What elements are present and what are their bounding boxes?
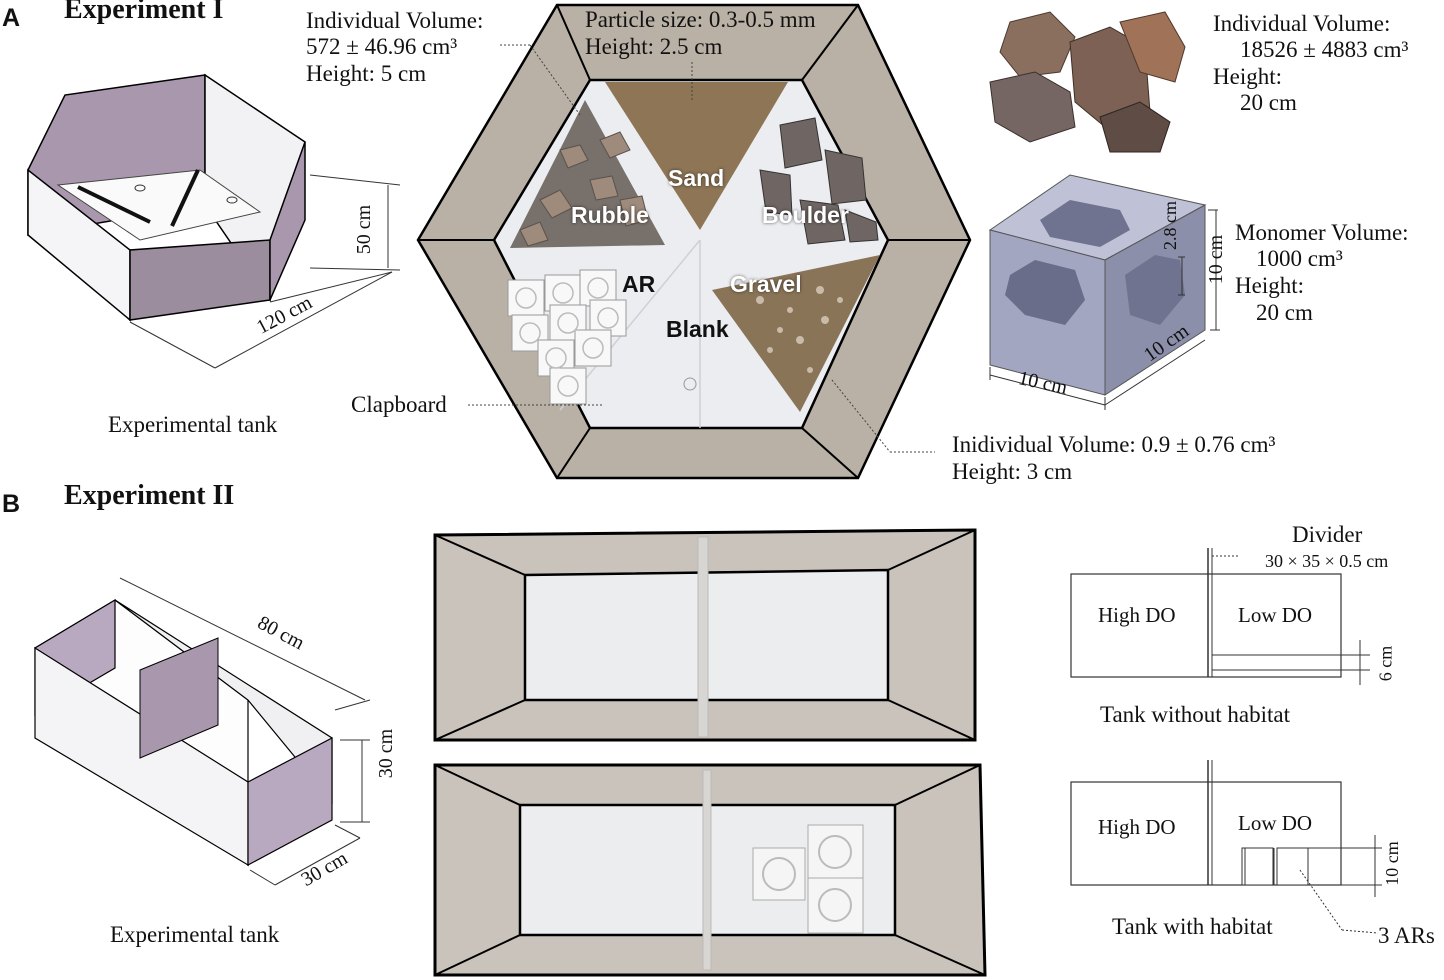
zone-sand-label: Sand [668,165,725,191]
tank-photo-bottom [433,763,987,977]
no-habitat-low-do: Low DO [1238,603,1313,627]
boulder-height-label: Height: [1213,64,1282,89]
rubble-volume-label: Individual Volume: [306,8,484,33]
experiment-1-tank-caption: Experimental tank [108,412,278,437]
rubble-height: Height: 5 cm [306,61,427,86]
rect-tank-height-label: 30 cm [375,728,398,779]
three-ars-label: 3 ARs [1378,923,1435,948]
divider-label: Divider [1292,522,1363,547]
ar-volume-value: 1000 cm³ [1256,246,1343,271]
ar-height-label: Height: [1235,273,1304,298]
with-habitat-high-do: High DO [1098,815,1176,839]
boulder-height-value: 20 cm [1240,90,1297,115]
zone-rubble-label: Rubble [571,202,649,228]
boulder-volume-label: Individual Volume: [1213,11,1391,36]
zone-blank-label: Blank [666,316,729,342]
sand-particle-size: Particle size: 0.3-0.5 mm [585,7,816,32]
ar-height-dim: 10 cm [1205,234,1228,285]
experiment-2-title: Experiment II [64,480,235,511]
hexagon-habitat-photo [416,3,972,480]
rubble-volume-value: 572 ± 46.96 cm³ [306,34,458,59]
no-habitat-high-do: High DO [1098,603,1176,627]
hex-tank-diagram [27,73,401,369]
sand-height: Height: 2.5 cm [585,34,723,59]
zone-boulder-label: Boulder [762,202,849,228]
tank-photo-top [433,528,977,742]
clapboard-label: Clapboard [351,392,447,417]
with-habitat-low-do: Low DO [1238,811,1313,835]
zone-ar-label: AR [622,271,656,297]
panel-b-letter: B [2,490,21,518]
tank-with-habitat-caption: Tank with habitat [1112,914,1273,939]
tank-with-habitat-schematic [1070,760,1382,934]
with-habitat-ar-height: 10 cm [1381,841,1402,886]
panel-a-letter: A [2,4,21,32]
experiment-2-tank-caption: Experimental tank [110,922,280,947]
gravel-volume: Inidividual Volume: 0.9 ± 0.76 cm³ [952,432,1276,457]
artificial-reef-cube-diagram [988,174,1220,410]
ar-volume-label: Monomer Volume: [1235,220,1409,245]
experiment-1-title: Experiment I [64,0,224,25]
no-habitat-gap: 6 cm [1375,645,1396,682]
ar-height-value: 20 cm [1256,300,1313,325]
gravel-height: Height: 3 cm [952,459,1073,484]
boulder-photo [989,11,1186,153]
rect-tank-diagram [34,577,371,886]
tank-without-habitat-schematic [1070,548,1370,685]
divider-size: 30 × 35 × 0.5 cm [1265,551,1389,571]
ar-hole-dim: 2.8 cm [1160,201,1180,250]
zone-gravel-label: Gravel [730,271,802,297]
tank-without-habitat-caption: Tank without habitat [1100,702,1291,727]
boulder-volume-value: 18526 ± 4883 cm³ [1240,37,1409,62]
